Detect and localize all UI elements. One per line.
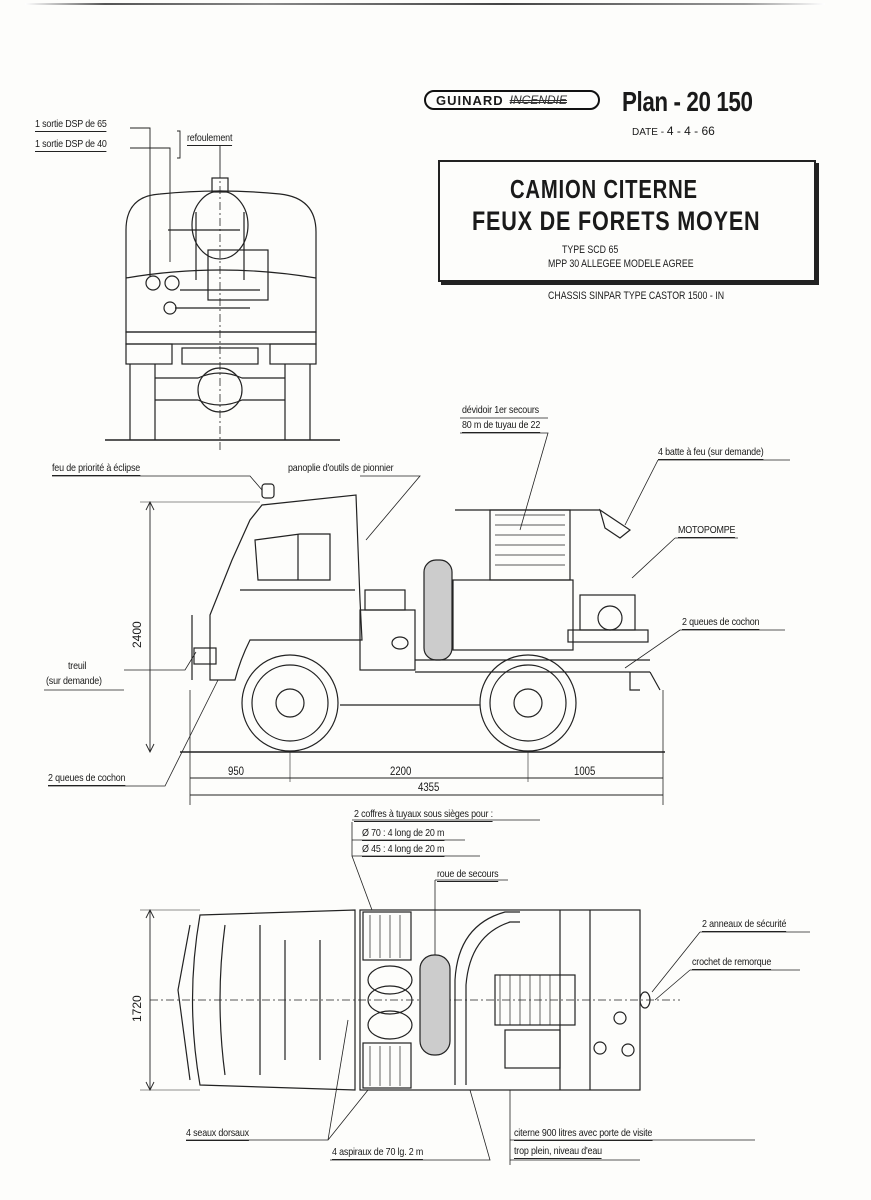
label-discharge: refoulement [187, 132, 233, 146]
label-hose-70: Ø 70 : 4 long de 20 m [362, 827, 445, 841]
label-suction-hoses: 4 aspiraux de 70 lg. 2 m [332, 1146, 424, 1160]
title-block: CAMION CITERNE FEUX DE FORETS MOYEN TYPE… [438, 160, 816, 282]
top-view-drawing [140, 819, 810, 1165]
dim-wheelbase: 2200 [390, 764, 412, 778]
guinard-logo: GUINARD INCENDIE [424, 90, 600, 110]
date-value: 4 - 4 - 66 [666, 124, 715, 138]
type-line: TYPE SCD 65 [562, 244, 619, 256]
title-line-1: CAMION CITERNE [510, 174, 698, 204]
label-winch: treuil [68, 660, 87, 672]
label-outlet-65: 1 sortie DSP de 65 [35, 118, 107, 132]
scan-edge-line [25, 3, 825, 5]
label-reel: dévidoir 1er secours [462, 404, 539, 416]
label-tank: citerne 900 litres avec porte de visite [514, 1127, 653, 1141]
label-winch-note: (sur demande) [46, 675, 102, 687]
label-hose-45: Ø 45 : 4 long de 20 m [362, 843, 445, 857]
brand-secondary: INCENDIE [509, 93, 568, 107]
date-label: DATE - [632, 127, 665, 138]
label-beacon: feu de priorité à éclipse [52, 462, 141, 476]
label-overflow: trop plein, niveau d'eau [514, 1145, 602, 1159]
dim-total-length: 4355 [418, 780, 440, 794]
label-hooks-rear: 2 queues de cochon [682, 616, 760, 630]
label-tow-hook: crochet de remorque [692, 956, 772, 970]
label-tools: panoplie d'outils de pionnier [288, 462, 394, 474]
label-hose-boxes: 2 coffres à tuyaux sous sièges pour : [354, 808, 493, 822]
front-view-drawing [105, 127, 340, 450]
label-buckets: 4 seaux dorsaux [186, 1127, 249, 1141]
dim-height: 2400 [130, 621, 144, 648]
label-reel-detail: 80 m de tuyau de 22 [462, 419, 541, 433]
label-outlet-40: 1 sortie DSP de 40 [35, 138, 107, 152]
label-pump: MOTOPOMPE [678, 524, 736, 538]
label-spare-wheel: roue de secours [437, 868, 499, 882]
chassis-line: CHASSIS SINPAR TYPE CASTOR 1500 - IN [548, 290, 725, 302]
dim-front-overhang: 950 [228, 764, 245, 778]
label-safety-rings: 2 anneaux de sécurité [702, 918, 787, 932]
model-line: MPP 30 ALLEGEE MODELE AGREE [548, 258, 694, 270]
dim-width: 1720 [130, 995, 144, 1022]
title-line-2: FEUX DE FORETS MOYEN [472, 206, 761, 236]
side-view-drawing [44, 417, 790, 805]
label-beaters: 4 batte à feu (sur demande) [658, 446, 764, 460]
plan-date: DATE - 4 - 4 - 66 [632, 124, 715, 138]
label-hooks-front: 2 queues de cochon [48, 772, 126, 786]
brand-primary: GUINARD [436, 92, 504, 108]
plan-number: Plan - 20 150 [622, 86, 753, 117]
dim-rear-overhang: 1005 [574, 764, 596, 778]
